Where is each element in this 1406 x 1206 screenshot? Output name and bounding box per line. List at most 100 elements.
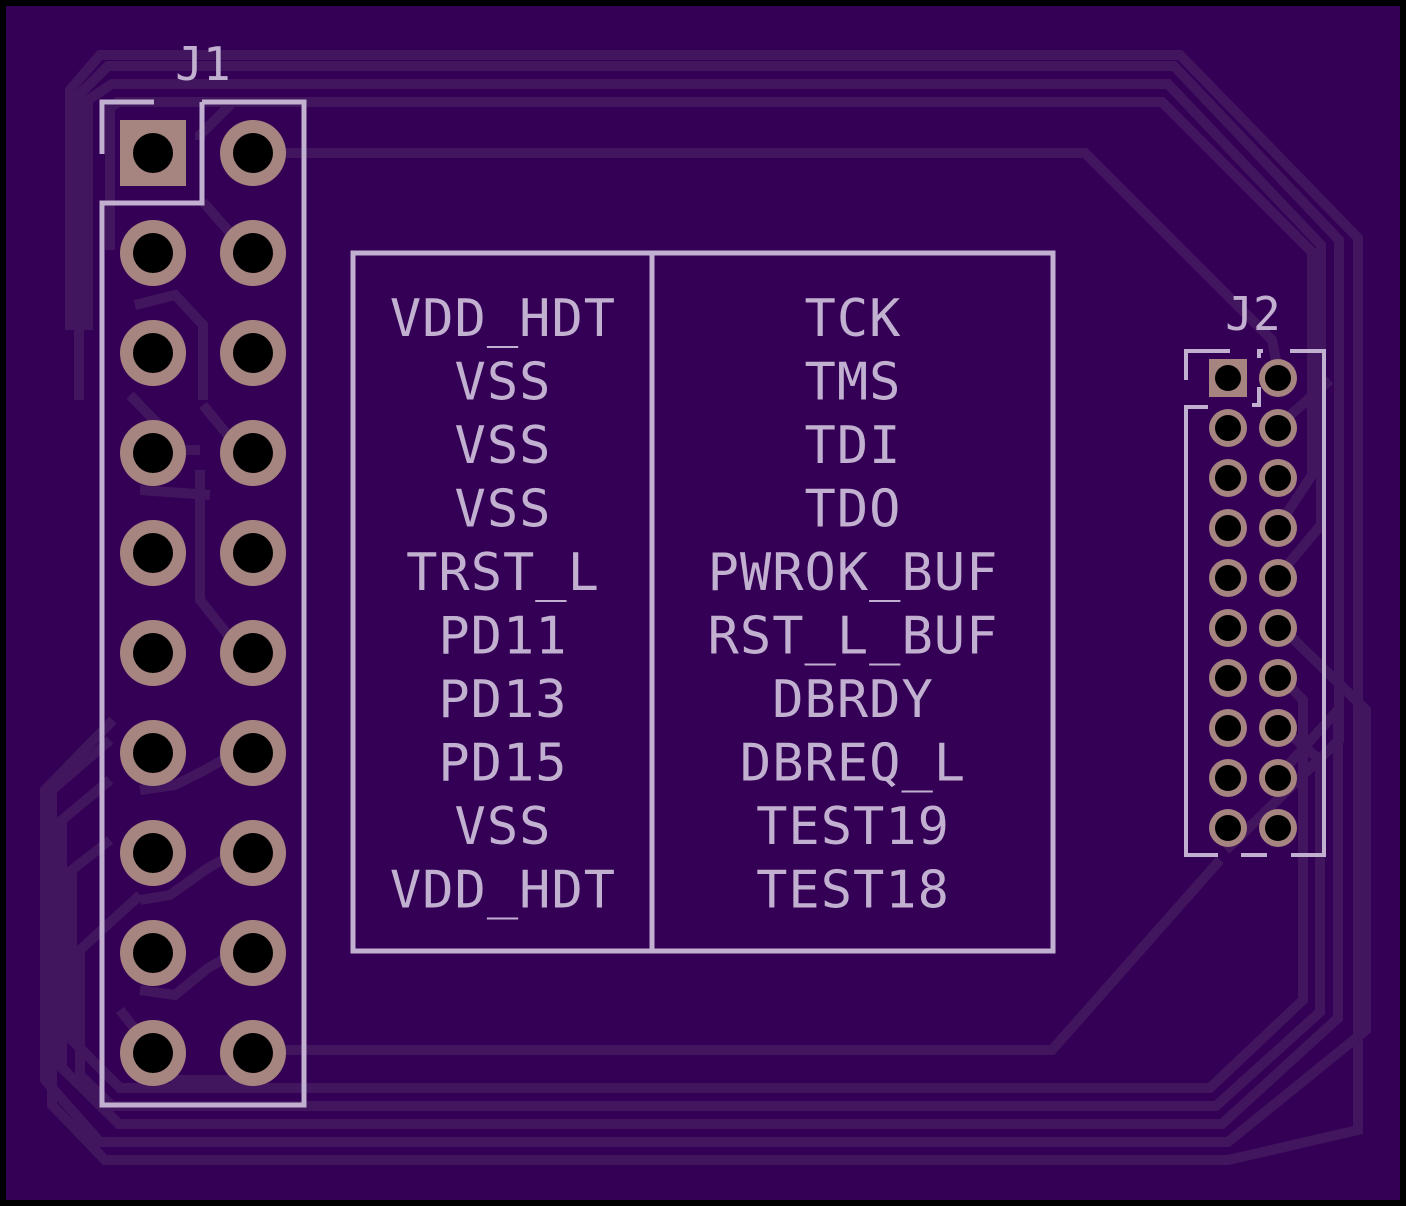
drill-hole	[233, 633, 273, 673]
legend-right-label: TDO	[805, 480, 902, 540]
drill-hole	[133, 1033, 173, 1073]
pad-pin-6	[220, 320, 286, 386]
drill-hole	[133, 433, 173, 473]
j2-body-outline-left	[1184, 405, 1218, 857]
copper-trace	[133, 289, 208, 400]
drill-hole	[133, 633, 173, 673]
legend-right-label: TEST19	[756, 797, 950, 857]
drill-hole	[1265, 665, 1291, 691]
drill-hole	[1265, 365, 1291, 391]
legend-left-label: VSS	[455, 416, 552, 476]
legend-left-label: VSS	[455, 480, 552, 540]
pad-pin-8	[220, 420, 286, 486]
drill-hole	[233, 933, 273, 973]
legend-right-label: TCK	[805, 289, 902, 349]
pad-pin-18	[220, 920, 286, 986]
drill-hole	[1265, 765, 1291, 791]
drill-hole	[1265, 515, 1291, 541]
j2-silkscreen-outline	[1184, 349, 1326, 857]
legend-left-column: VDD_HDTVSSVSSVSSTRST_LPD11PD13PD15VSSVDD…	[390, 289, 616, 921]
legend-left-label: PD11	[438, 607, 567, 667]
copper-trace	[83, 79, 1326, 579]
legend-right-label: DBREQ_L	[740, 734, 966, 794]
legend-left-label: VSS	[455, 353, 552, 413]
drill-hole	[233, 833, 273, 873]
pad-pin-20	[220, 1020, 286, 1086]
drill-hole	[1215, 415, 1241, 441]
drill-hole	[233, 333, 273, 373]
pad-pin-16	[1259, 709, 1297, 747]
j2-pads	[1209, 359, 1297, 847]
pad-pin-11	[120, 620, 186, 686]
j1-pin1-marker	[99, 99, 154, 154]
drill-hole	[233, 433, 273, 473]
drill-hole	[133, 733, 173, 773]
drill-hole	[133, 833, 173, 873]
j2-pin1-bracket-bottom	[1252, 387, 1261, 407]
drill-hole	[1215, 815, 1241, 841]
legend-right-label: PWROK_BUF	[708, 543, 999, 603]
legend-right-label: TMS	[805, 353, 902, 413]
pad-pin-8	[1259, 509, 1297, 547]
drill-hole	[1265, 565, 1291, 591]
drill-hole	[133, 933, 173, 973]
legend-right-label: TEST18	[756, 861, 950, 921]
legend-left-label: VDD_HDT	[390, 289, 616, 349]
pad-pin-4	[1259, 409, 1297, 447]
drill-hole	[1265, 715, 1291, 741]
pad-pin-2	[1259, 359, 1297, 397]
j2-reference-designator: J2	[1225, 287, 1280, 341]
pad-pin-1	[120, 120, 186, 186]
copper-trace	[57, 697, 1343, 1129]
pad-pin-19	[120, 1020, 186, 1086]
legend-left-label: VSS	[455, 797, 552, 857]
legend-right-label: RST_L_BUF	[708, 607, 999, 667]
pad-pin-9	[1209, 559, 1247, 597]
copper-trace	[47, 50, 1363, 1165]
pad-pin-12	[220, 620, 286, 686]
pad-pin-14	[1259, 659, 1297, 697]
pad-pin-10	[1259, 559, 1297, 597]
pad-pin-6	[1259, 459, 1297, 497]
j1-reference-designator: J1	[175, 37, 230, 91]
drill-hole	[233, 733, 273, 773]
pad-pin-16	[220, 820, 286, 886]
pad-pin-13	[1209, 659, 1247, 697]
drill-hole	[1215, 515, 1241, 541]
pad-pin-15	[1209, 709, 1247, 747]
pad-pin-7	[120, 420, 186, 486]
pad-pin-7	[1209, 509, 1247, 547]
pad-pin-12	[1259, 609, 1297, 647]
legend-table-outline	[350, 250, 1056, 954]
drill-hole	[1265, 615, 1291, 641]
legend-left-label: PD15	[438, 734, 567, 794]
copper-trace	[105, 97, 1317, 528]
legend-right-label: TDI	[805, 416, 902, 476]
j1-pads	[120, 120, 286, 1086]
j2-pin1-bracket-top	[1257, 349, 1263, 358]
pad-pin-11	[1209, 609, 1247, 647]
j1-silkscreen-outline	[99, 99, 307, 1108]
pad-pin-2	[220, 120, 286, 186]
pad-pin-14	[220, 720, 286, 786]
legend-right-column: TCKTMSTDITDOPWROK_BUFRST_L_BUFDBRDYDBREQ…	[708, 289, 999, 921]
drill-hole	[1215, 715, 1241, 741]
drill-hole	[1265, 415, 1291, 441]
drill-hole	[233, 233, 273, 273]
j1-body-outline	[99, 99, 307, 1108]
copper-trace	[40, 621, 1371, 1147]
pad-pin-19	[1209, 809, 1247, 847]
pad-pin-17	[120, 920, 186, 986]
j2-body-outline-top-right	[1290, 349, 1326, 857]
pad-pin-17	[1209, 759, 1247, 797]
pad-pin-20	[1259, 809, 1297, 847]
pad-pin-1	[1209, 359, 1247, 397]
drill-hole	[1265, 465, 1291, 491]
pad-pin-10	[220, 520, 286, 586]
drill-hole	[233, 133, 273, 173]
pad-pin-5	[1209, 459, 1247, 497]
legend-right-label: DBRDY	[772, 670, 934, 730]
pad-pin-5	[120, 320, 186, 386]
drill-hole	[133, 533, 173, 573]
